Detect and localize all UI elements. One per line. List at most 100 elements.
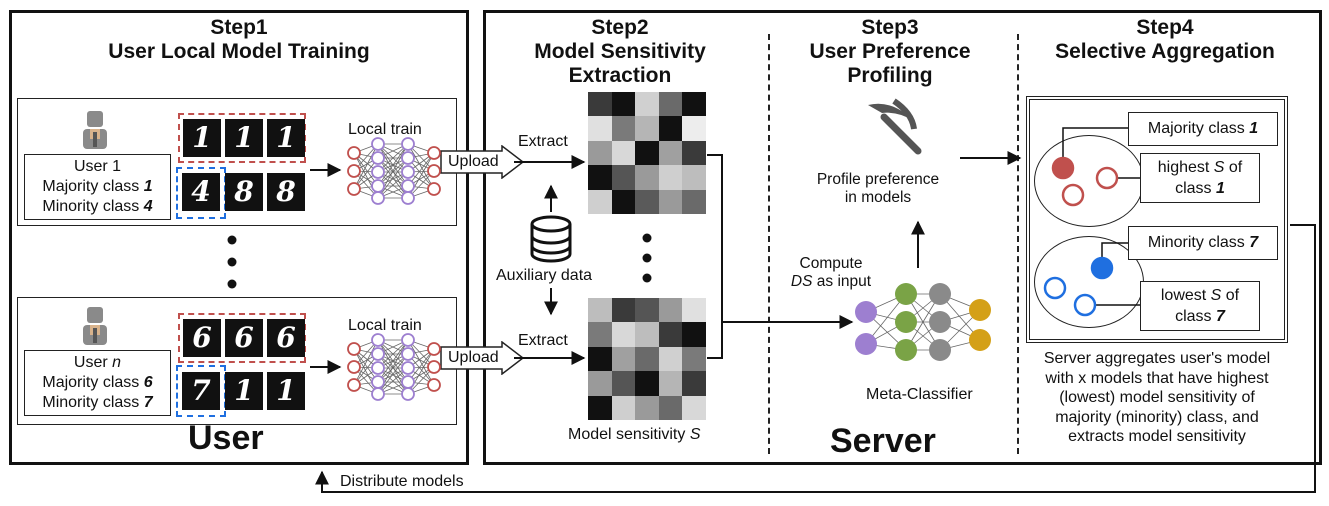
heatmap-cell	[588, 346, 613, 372]
heatmap-cell	[588, 116, 613, 142]
heatmap-cell	[635, 140, 660, 166]
database-icon	[530, 215, 572, 263]
heatmap-cell	[611, 165, 636, 191]
heatmap-cell	[611, 298, 636, 323]
extract-label: Extract	[518, 332, 568, 349]
heatmap-cell	[658, 395, 683, 421]
digit-image: 1	[225, 119, 263, 157]
divider-2-3	[768, 34, 770, 454]
heatmap-cell	[611, 92, 636, 117]
digit-image: 8	[225, 173, 263, 211]
highest-s-box: highest S of class 1	[1140, 153, 1260, 203]
heatmap-cell	[611, 395, 636, 421]
heatmap-cell	[588, 165, 613, 191]
heatmap-cell	[682, 140, 707, 166]
heatmap-cell	[682, 189, 707, 215]
local-train-label: Local train	[348, 317, 422, 334]
heatmap-cell	[682, 346, 707, 372]
compute-label: Compute DS as input	[790, 255, 872, 290]
heatmap-cell	[658, 346, 683, 372]
divider-3-4	[1017, 34, 1019, 454]
ellipsis-dots-icon	[227, 235, 237, 289]
upload-arrow: Upload	[440, 341, 524, 375]
heatmap-cell	[611, 322, 636, 348]
user1-info: User 1 Majority class 1 Minority class 4	[24, 154, 171, 220]
usern-majority-frame	[178, 313, 306, 363]
heatmap-cell	[611, 371, 636, 397]
heatmap-cell	[658, 298, 683, 323]
majority-cluster	[1034, 135, 1144, 227]
model-sensitivity-label: Model sensitivity S	[568, 426, 701, 443]
heatmap-cell	[635, 322, 660, 348]
heatmap-cell	[658, 92, 683, 117]
heatmap-cell	[635, 189, 660, 215]
digit-image: 7	[182, 372, 220, 410]
pickaxe-icon	[868, 98, 922, 155]
heatmap-cell	[635, 346, 660, 372]
heatmap-cell	[635, 165, 660, 191]
heatmap-cell	[588, 140, 613, 166]
heatmap-cell	[658, 322, 683, 348]
heatmap-cell	[611, 116, 636, 142]
user-avatar-icon	[83, 307, 107, 345]
heatmap-cell	[682, 165, 707, 191]
meta-classifier-label: Meta-Classifier	[866, 386, 973, 403]
user1-majority-frame	[178, 113, 306, 163]
digit-image: 1	[267, 372, 305, 410]
digit-image: 4	[182, 173, 220, 211]
heatmap-cell	[635, 298, 660, 323]
heatmap-cell	[588, 395, 613, 421]
heatmap-cell	[658, 165, 683, 191]
heatmap-cell	[658, 189, 683, 215]
upload-arrow: Upload	[440, 145, 524, 179]
heatmap-cell	[588, 298, 613, 323]
heatmap-cell	[588, 189, 613, 215]
server-big-label: Server	[830, 422, 936, 460]
heatmap-cell	[588, 322, 613, 348]
digit-image: 6	[183, 319, 221, 357]
heatmap-cell	[635, 395, 660, 421]
heatmap-cell	[635, 371, 660, 397]
heatmap-cell	[658, 140, 683, 166]
heatmap-cell	[588, 92, 613, 117]
heatmap-cell	[611, 189, 636, 215]
digit-image: 1	[267, 119, 305, 157]
user-avatar-icon	[83, 111, 107, 149]
ellipsis-dots-icon	[642, 233, 652, 283]
lowest-s-box: lowest S of class 7	[1140, 281, 1260, 331]
minority-class-box: Minority class 7	[1128, 226, 1278, 260]
majority-class-box: Majority class 1	[1128, 112, 1278, 146]
digit-image: 1	[183, 119, 221, 157]
heatmap-cell	[611, 346, 636, 372]
digit-image: 1	[225, 372, 263, 410]
sensitivity-heatmap-top	[588, 92, 707, 215]
heatmap-cell	[682, 298, 707, 323]
local-train-label: Local train	[348, 121, 422, 138]
auxiliary-data-label: Auxiliary data	[496, 267, 593, 284]
aggregation-description: Server aggregates user's model with x mo…	[1043, 350, 1271, 445]
heatmap-cell	[635, 92, 660, 117]
heatmap-cell	[682, 92, 707, 117]
extract-label: Extract	[518, 133, 568, 150]
heatmap-cell	[588, 371, 613, 397]
heatmap-cell	[682, 116, 707, 142]
sensitivity-heatmap-bottom	[588, 298, 707, 421]
digit-image: 8	[267, 173, 305, 211]
heatmap-cell	[682, 371, 707, 397]
digit-image: 6	[225, 319, 263, 357]
heatmap-cell	[658, 371, 683, 397]
heatmap-cell	[682, 395, 707, 421]
heatmap-cell	[611, 140, 636, 166]
user-big-label: User	[188, 419, 264, 457]
heatmap-cell	[682, 322, 707, 348]
heatmap-cell	[658, 116, 683, 142]
usern-info: User n Majority class 6 Minority class 7	[24, 350, 171, 416]
distribute-models-label: Distribute models	[340, 473, 464, 490]
heatmap-cell	[635, 116, 660, 142]
digit-image: 6	[267, 319, 305, 357]
